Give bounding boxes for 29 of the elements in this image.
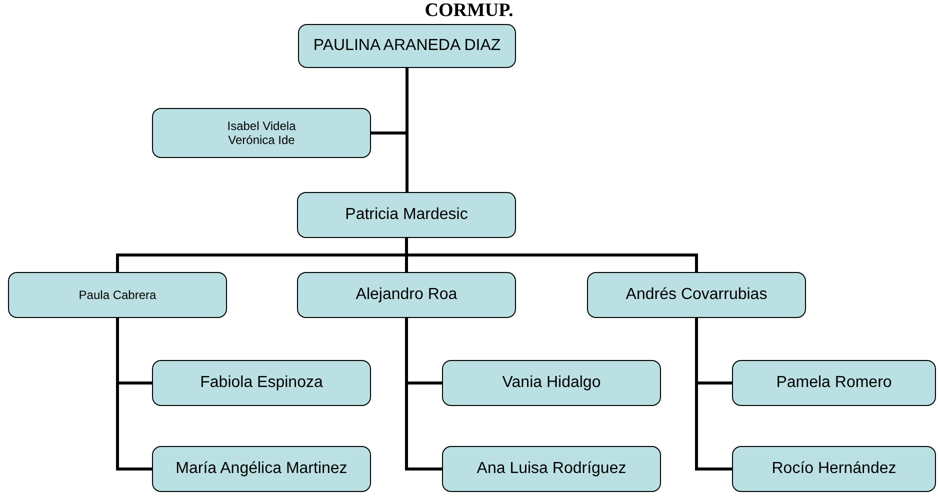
diagram-title: CORMUP. xyxy=(424,0,514,22)
person-name: Ana Luisa Rodríguez xyxy=(476,460,626,478)
connector-line xyxy=(405,238,698,272)
person-box xyxy=(8,272,227,318)
person-name: María Angélica Martinez xyxy=(176,460,348,478)
person-name: PAULINA ARANEDA DIAZ xyxy=(313,37,501,55)
person-name: Patricia Mardesic xyxy=(345,206,468,224)
person-name: Pamela Romero xyxy=(776,374,892,392)
person-name: Isabel Videla xyxy=(227,119,296,133)
person-name: Alejandro Roa xyxy=(356,286,458,304)
person-box xyxy=(297,192,516,238)
connector-line xyxy=(695,318,732,470)
connector-line xyxy=(405,318,442,470)
person-box xyxy=(298,24,516,68)
person-box xyxy=(442,446,661,492)
person-box xyxy=(732,446,936,492)
person-name: Verónica Ide xyxy=(228,133,295,147)
person-name: Vania Hidalgo xyxy=(502,374,601,392)
person-box xyxy=(152,446,371,492)
person-box xyxy=(297,272,516,318)
person-box xyxy=(732,360,936,406)
person-name: Paula Cabrera xyxy=(78,288,156,302)
person-name: Fabiola Espinoza xyxy=(200,374,323,392)
person-box xyxy=(152,108,371,158)
person-box xyxy=(442,360,661,406)
person-box xyxy=(152,360,371,406)
person-box xyxy=(587,272,806,318)
person-name: Andrés Covarrubias xyxy=(626,286,768,304)
person-name: Rocío Hernández xyxy=(772,460,896,478)
